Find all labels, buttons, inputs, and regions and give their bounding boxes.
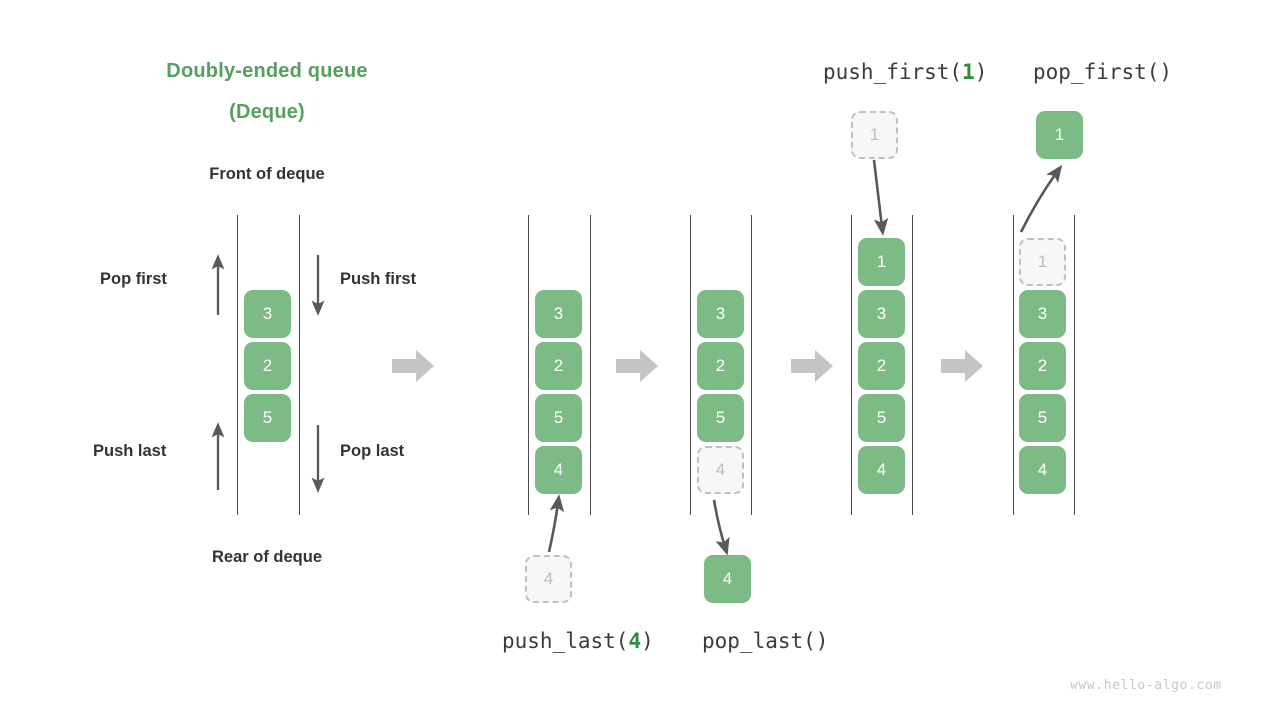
deque-node-2-filled: 2 [697,342,744,390]
deque-rail-left [851,215,853,515]
deque-node-4-filled: 4 [1019,446,1066,494]
push-first-label: Push first [340,270,417,288]
push-first-call-name: push_first( [823,60,963,84]
deque-rail-left [690,215,692,515]
push-first-call-close: ) [974,60,988,84]
pop-last-label: Pop last [340,442,405,460]
diagram-title-line2: (Deque) [229,101,305,123]
transition-arrow-3 [791,350,833,382]
deque-rail-left [237,215,239,515]
deque-node-3-filled: 3 [697,290,744,338]
deque-node-5-filled: 5 [535,394,582,442]
transition-arrow-4 [941,350,983,382]
deque-node-2-filled: 2 [858,342,905,390]
deque-node-5-filled: 5 [1019,394,1066,442]
push-last-call-arg: 4 [628,629,642,653]
deque-node-2-filled: 2 [535,342,582,390]
deque-node-3-filled: 3 [244,290,291,338]
deque-node-1-filled: 1 [858,238,905,286]
deque-node-4-filled: 4 [858,446,905,494]
front-of-deque-label: Front of deque [209,165,325,183]
pop-first-label: Pop first [100,270,167,288]
pop-last-flow-arrow-icon [712,499,730,556]
diagram-title-line1: Doubly-ended queue [166,60,368,82]
deque-rail-right [912,215,914,515]
deque-node-4-ghost: 4 [697,446,744,494]
pop-last-call-name: pop_last() [702,629,829,653]
deque-node-5-filled: 5 [244,394,291,442]
deque-node-5-filled: 5 [697,394,744,442]
deque-rail-left [1013,215,1015,515]
deque-node-1-ghost: 1 [1019,238,1066,286]
deque-rail-right [1074,215,1076,515]
pop-first-flow-arrow-icon [1019,164,1063,233]
deque-rail-right [299,215,301,515]
external-node-1-filled: 1 [1036,111,1083,159]
watermark: www.hello-algo.com [1070,678,1222,693]
push-first-call-label: push_first(1) [823,60,987,84]
deque-node-3-filled: 3 [858,290,905,338]
deque-node-3-filled: 3 [535,290,582,338]
external-node-4-ghost: 4 [525,555,572,603]
pop-first-call-label: pop_first() [1033,60,1172,84]
push-last-call-close: ) [641,629,654,653]
pop-first-call-name: pop_first() [1033,60,1173,84]
deque-rail-right [751,215,753,515]
push-first-call-arg: 1 [962,60,975,84]
push-last-label: Push last [93,442,167,460]
transition-arrow-2 [616,350,658,382]
push-last-call-label: push_last(4) [502,629,654,653]
transition-arrow-1 [392,350,434,382]
push-last-flow-arrow-icon [547,494,565,553]
push-last-call-name: push_last( [502,629,629,653]
deque-node-2-filled: 2 [1019,342,1066,390]
rear-of-deque-label: Rear of deque [211,548,323,566]
deque-node-3-filled: 3 [1019,290,1066,338]
deque-node-5-filled: 5 [858,394,905,442]
deque-node-4-filled: 4 [535,446,582,494]
deque-node-2-filled: 2 [244,342,291,390]
push-first-flow-arrow-icon [872,159,889,236]
external-node-4-filled: 4 [704,555,751,603]
deque-rail-right [590,215,592,515]
external-node-1-ghost: 1 [851,111,898,159]
pop-last-call-label: pop_last() [702,629,828,653]
deque-rail-left [528,215,530,515]
